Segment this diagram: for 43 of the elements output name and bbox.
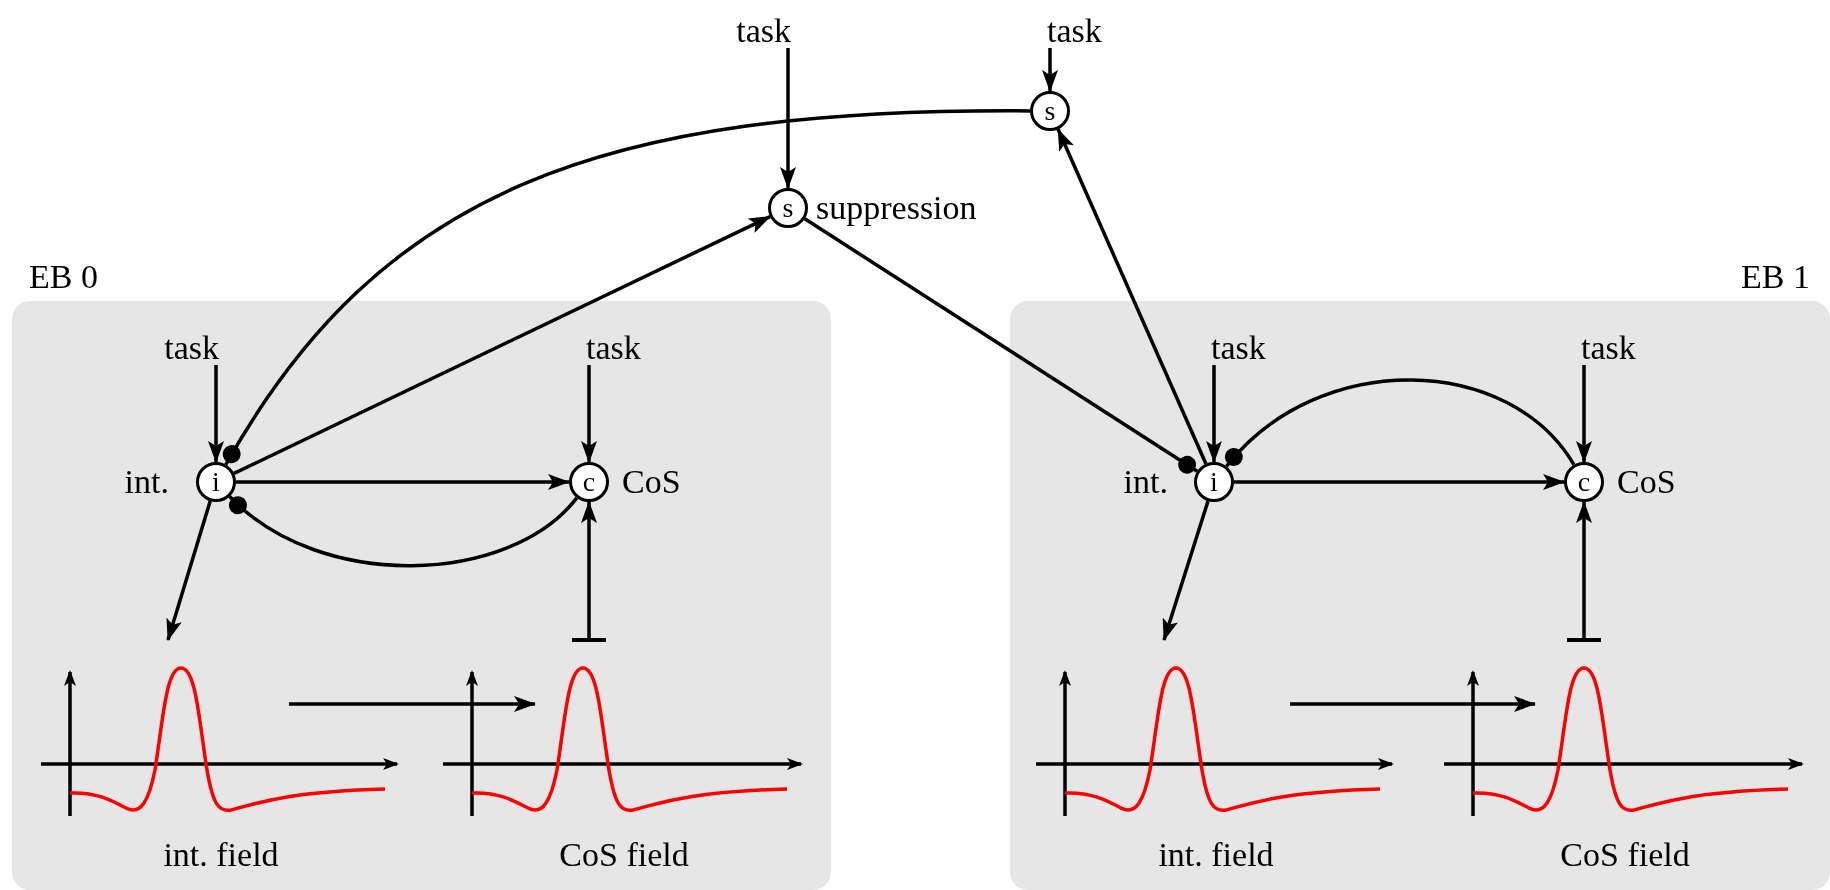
- arrow: [1234, 474, 1565, 490]
- bar-ended-arrow: [572, 501, 606, 642]
- arrow: [1042, 48, 1058, 92]
- node-label: suppression: [816, 191, 977, 225]
- dot-ended-line: [803, 217, 1199, 474]
- arrow: [1056, 128, 1208, 465]
- plot-caption: CoS field: [1560, 838, 1690, 872]
- node-label: int.: [1123, 465, 1168, 499]
- arrow: [1162, 500, 1210, 641]
- plot-caption: CoS field: [559, 838, 689, 872]
- input-label: task: [1047, 14, 1102, 48]
- arrow: [1576, 365, 1592, 463]
- node-label: int.: [124, 465, 169, 499]
- panel-title: EB 0: [29, 260, 98, 294]
- arrow: [1290, 696, 1536, 712]
- arrow: [236, 474, 570, 490]
- arrow: [233, 215, 771, 475]
- neuron-circle: s: [1030, 91, 1070, 131]
- arrow: [166, 500, 212, 641]
- input-label: task: [736, 14, 791, 48]
- panel-title: EB 1: [1741, 260, 1810, 294]
- plot-caption: int. field: [1158, 838, 1274, 872]
- dot-ended-line: [1225, 378, 1576, 468]
- arrow: [581, 365, 597, 463]
- node-label: CoS: [1617, 465, 1676, 499]
- input-label: task: [1211, 331, 1266, 365]
- neuron-circle: i: [196, 462, 236, 502]
- arrow: [1206, 365, 1222, 463]
- plot-caption: int. field: [163, 838, 279, 872]
- neuron-circle: s: [768, 188, 808, 228]
- neuron-circle: c: [1564, 462, 1604, 502]
- dot-ended-line: [223, 109, 1030, 466]
- dot-ended-line: [228, 495, 579, 568]
- bar-ended-arrow: [1567, 501, 1601, 642]
- arrow: [289, 696, 536, 712]
- neuron-circle: c: [569, 462, 609, 502]
- node-label: CoS: [622, 465, 681, 499]
- arrow: [208, 365, 224, 463]
- input-label: task: [586, 331, 641, 365]
- neuron-circle: i: [1194, 462, 1234, 502]
- input-label: task: [1581, 331, 1636, 365]
- arrow: [780, 48, 796, 189]
- input-label: task: [164, 331, 219, 365]
